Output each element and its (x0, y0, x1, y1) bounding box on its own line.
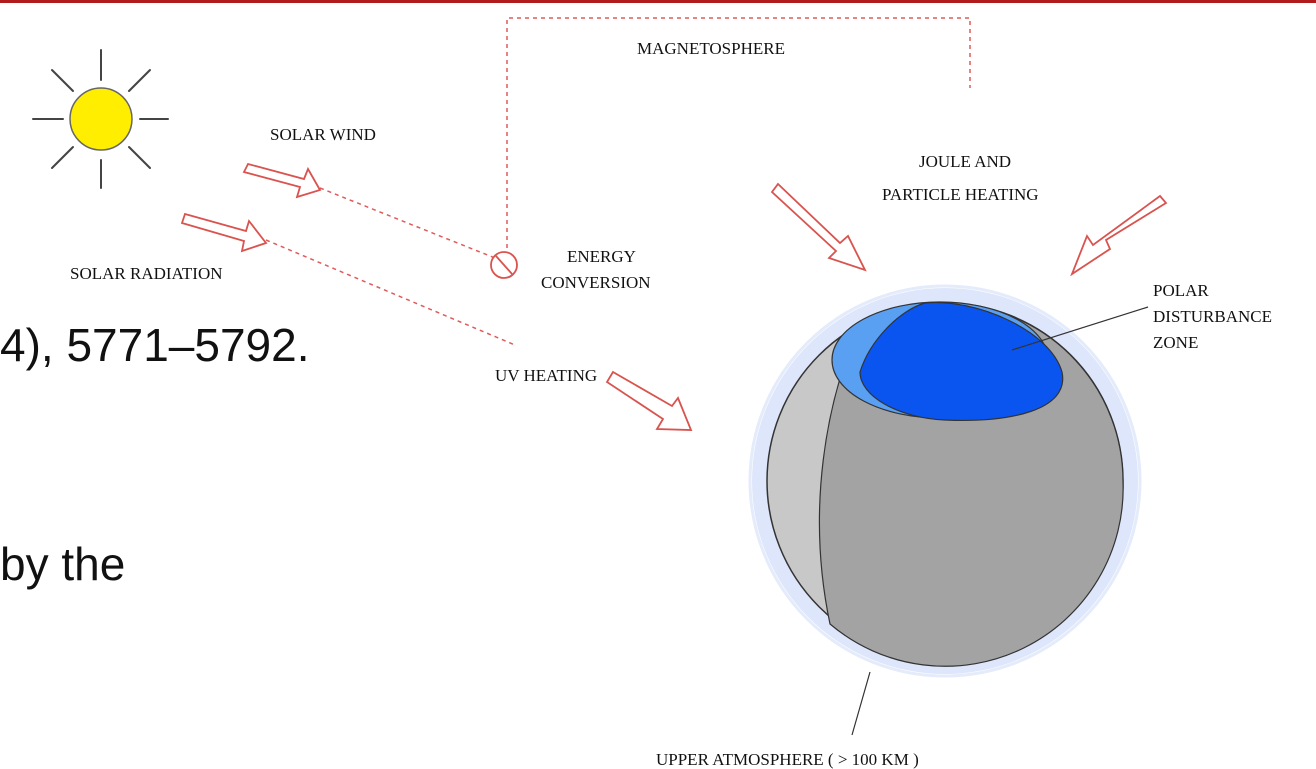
solar-wind-label: SOLAR WIND (270, 125, 376, 144)
joule-heating-label-line2: PARTICLE HEATING (882, 185, 1039, 204)
polar-disturbance-zone (859, 301, 1064, 422)
joule-heating-label-line1: JOULE AND (919, 152, 1011, 171)
polar-zone-label-line2: DISTURBANCE (1153, 307, 1272, 326)
top-accent-rule (0, 0, 1316, 3)
earth-globe (748, 284, 1142, 678)
solar-radiation-path-line (265, 239, 516, 346)
slide-text-citation-fragment: 4), 5771–5792. (0, 319, 310, 371)
magnetosphere-label: MAGNETOSPHERE (637, 39, 785, 58)
slide-text-fragment: by the (0, 538, 126, 590)
upper-atmosphere-label: UPPER ATMOSPHERE ( > 100 KM ) (656, 750, 919, 769)
magnetosphere-loop-line (506, 17, 971, 248)
uv-heating-label: UV HEATING (495, 366, 597, 385)
solar-wind-path-line (319, 187, 496, 259)
energy-conversion-node (490, 251, 518, 279)
polar-zone-label-line1: POLAR (1153, 281, 1209, 300)
energy-conversion-label-line2: CONVERSION (541, 273, 651, 292)
joule-heating-arrow-left-icon (770, 182, 867, 272)
sun-icon (32, 49, 169, 189)
energy-conversion-label-line1: ENERGY (567, 247, 636, 266)
polar-zone-label-line3: ZONE (1153, 333, 1198, 352)
uv-heating-arrow-icon (605, 370, 693, 431)
solar-radiation-arrow-icon (180, 212, 268, 253)
joule-heating-arrow-right-icon (1070, 194, 1168, 277)
solar-wind-arrow-icon (242, 162, 322, 199)
upper-atmosphere-leader-line (851, 671, 871, 736)
polar-zone-leader-line (1011, 306, 1149, 351)
solar-radiation-label: SOLAR RADIATION (70, 264, 223, 283)
